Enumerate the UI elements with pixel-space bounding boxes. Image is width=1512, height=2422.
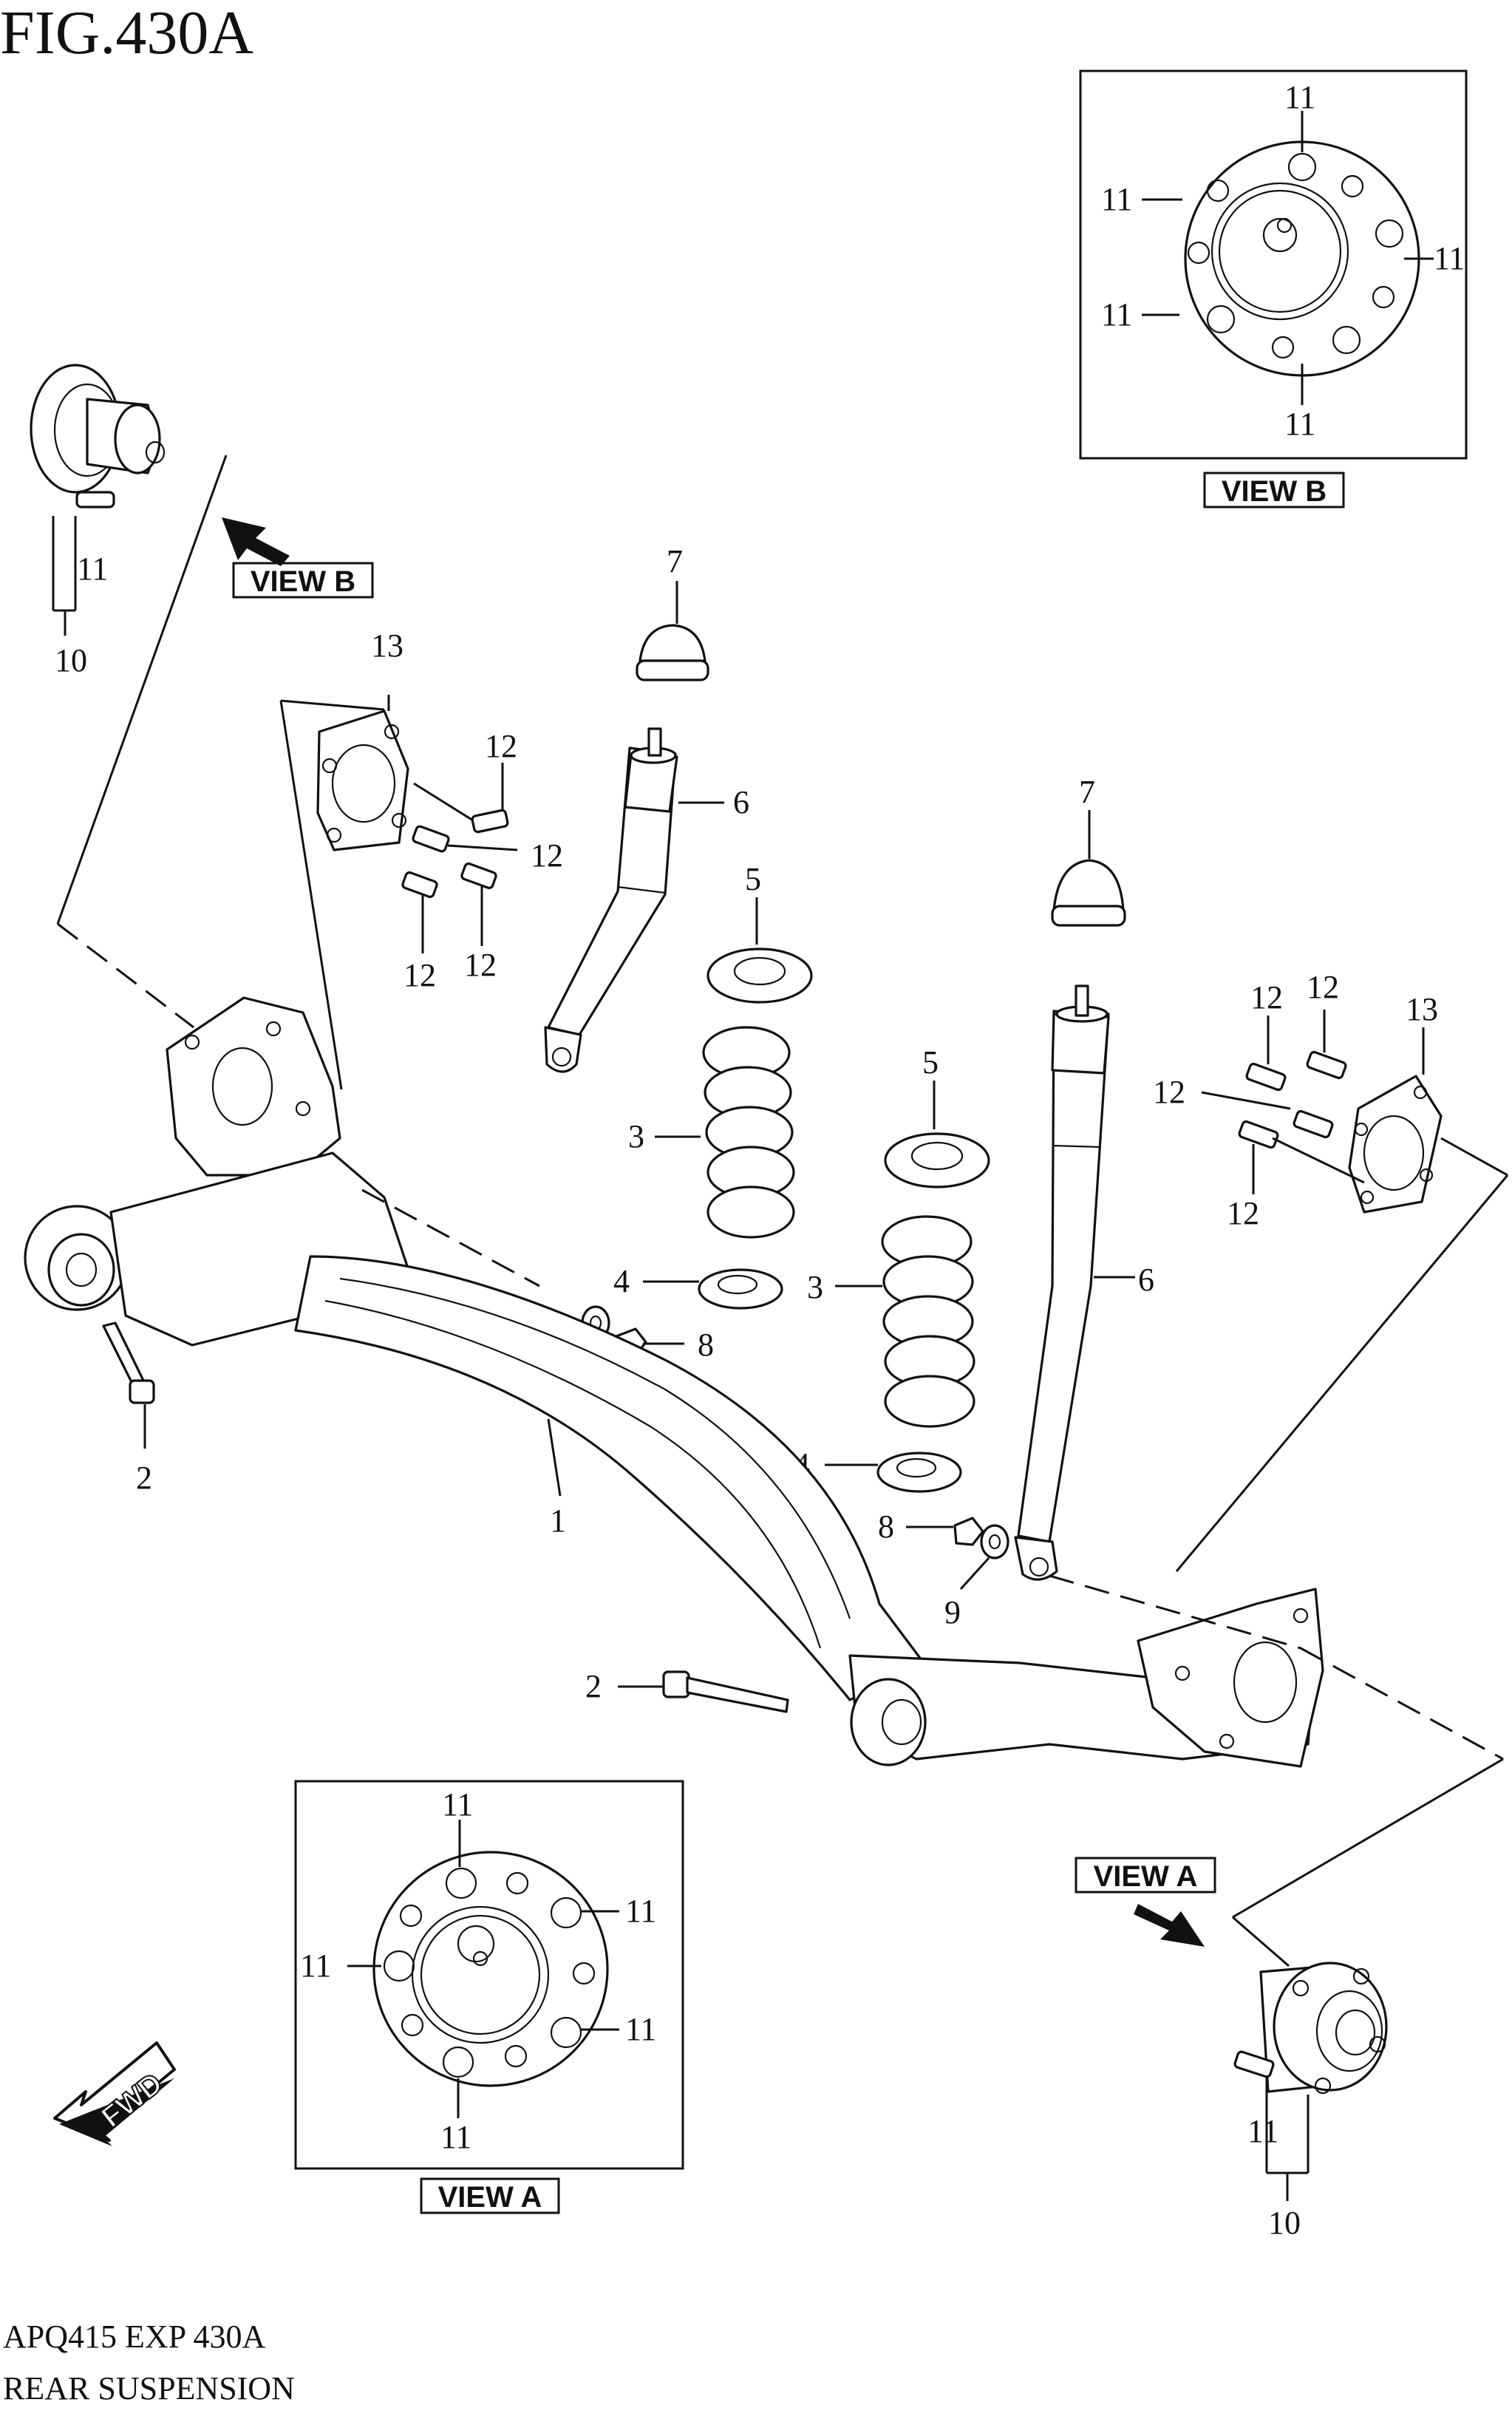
callout-12: 12	[485, 728, 517, 764]
spring-seat-5-left	[706, 948, 813, 1004]
callout-9: 9	[944, 1594, 961, 1630]
callout-12: 12	[403, 957, 436, 993]
bolt-12-f	[1306, 1050, 1347, 1080]
hub-face-view-a	[372, 1851, 609, 2087]
view-b-inset: 11 11 11 11 11	[1079, 69, 1468, 460]
callout-11: 11	[625, 2011, 656, 2047]
view-a-inset: 11 11 11 11 11	[294, 1780, 684, 2170]
callout-12: 12	[531, 837, 563, 874]
callout-2: 2	[136, 1460, 152, 1496]
view-a-label-right: VIEW A	[1075, 1857, 1216, 1894]
shock-absorber-6-right	[1014, 984, 1110, 1581]
callout-11: 11	[300, 1948, 331, 1984]
bump-cap-7-left	[636, 624, 709, 681]
shock-absorber-6-left	[544, 727, 678, 1073]
svg-text:VIEW A: VIEW A	[438, 2181, 542, 2214]
svg-text:VIEW B: VIEW B	[251, 565, 355, 598]
callout-12: 12	[1227, 1195, 1259, 1231]
callout-lines-view-b	[1142, 111, 1434, 405]
view-b-label-bottom: VIEW B	[1203, 472, 1345, 508]
callout-11: 11	[1101, 181, 1132, 217]
bolt-12-g	[1293, 1109, 1334, 1139]
callout-lines-view-a	[347, 1820, 619, 2118]
callout-11: 11	[1434, 240, 1465, 276]
mounting-plate-13-left	[316, 710, 409, 851]
nut-8-right	[953, 1517, 984, 1546]
callout-11: 11	[1247, 2113, 1278, 2149]
callout-6: 6	[1138, 1262, 1154, 1298]
rear-hub-lower-right	[1233, 1962, 1388, 2095]
coil-spring-3-left	[702, 1026, 795, 1239]
bolt-12-a	[413, 782, 509, 834]
rear-axle-beam-1	[24, 996, 1324, 1768]
rear-hub-upper-left	[30, 364, 166, 508]
coil-spring-3-right	[881, 1215, 975, 1428]
callout-11: 11	[442, 1786, 473, 1823]
spring-seat-5-right	[884, 1132, 990, 1188]
callout-13: 13	[371, 627, 403, 664]
callout-7: 7	[667, 543, 683, 579]
mounting-plate-13-right	[1348, 1075, 1443, 1214]
callout-6: 6	[733, 784, 749, 820]
callout-8: 8	[878, 1508, 894, 1545]
bolt-12-b	[412, 825, 518, 853]
view-a-label-bottom: VIEW A	[420, 2177, 560, 2214]
figure-name: REAR SUSPENSION	[3, 2370, 295, 2406]
callout-10: 10	[1268, 2205, 1301, 2241]
callout-2: 2	[585, 1668, 602, 1704]
figure-title: FIG.430A	[0, 0, 253, 67]
callout-12: 12	[464, 947, 497, 983]
callout-7: 7	[1079, 774, 1095, 810]
fwd-arrow: FWD	[53, 2041, 176, 2146]
spring-seat-4-right	[876, 1452, 962, 1493]
callout-1: 1	[550, 1503, 566, 1539]
svg-text:VIEW B: VIEW B	[1222, 475, 1327, 508]
bump-cap-7-right	[1051, 859, 1126, 927]
callout-11: 11	[1101, 296, 1132, 333]
spring-seat-4-left	[698, 1268, 783, 1310]
callout-8: 8	[698, 1327, 714, 1363]
view-b-label-left: VIEW B	[232, 562, 374, 599]
callout-5: 5	[745, 861, 761, 897]
callout-5: 5	[922, 1044, 939, 1081]
view-b-arrow	[222, 517, 290, 566]
callout-11: 11	[1284, 406, 1315, 442]
bolt-12-c	[401, 871, 438, 899]
callout-3: 3	[807, 1269, 823, 1305]
callout-12: 12	[1153, 1074, 1185, 1110]
figure-code: APQ415 EXP 430A	[3, 2319, 266, 2355]
callout-11: 11	[77, 551, 108, 587]
hub-face-view-b	[1184, 140, 1420, 377]
callout-3: 3	[628, 1118, 644, 1154]
callout-4: 4	[613, 1263, 630, 1299]
callout-11: 11	[1284, 79, 1315, 115]
callout-13: 13	[1406, 991, 1438, 1027]
bolt-2-right	[662, 1670, 789, 1713]
view-a-arrow	[1134, 1904, 1205, 1947]
bolt-2-left	[102, 1321, 155, 1404]
callout-12: 12	[1250, 979, 1283, 1016]
callout-11: 11	[440, 2119, 471, 2155]
callout-10: 10	[55, 642, 87, 678]
callout-12: 12	[1307, 969, 1339, 1005]
bolt-12-e	[1245, 1062, 1287, 1092]
bolt-12-d	[460, 862, 497, 890]
callout-11: 11	[625, 1893, 656, 1929]
washer-9-right	[980, 1524, 1009, 1559]
bolt-12-h	[1238, 1120, 1279, 1149]
svg-text:VIEW A: VIEW A	[1094, 1860, 1198, 1893]
